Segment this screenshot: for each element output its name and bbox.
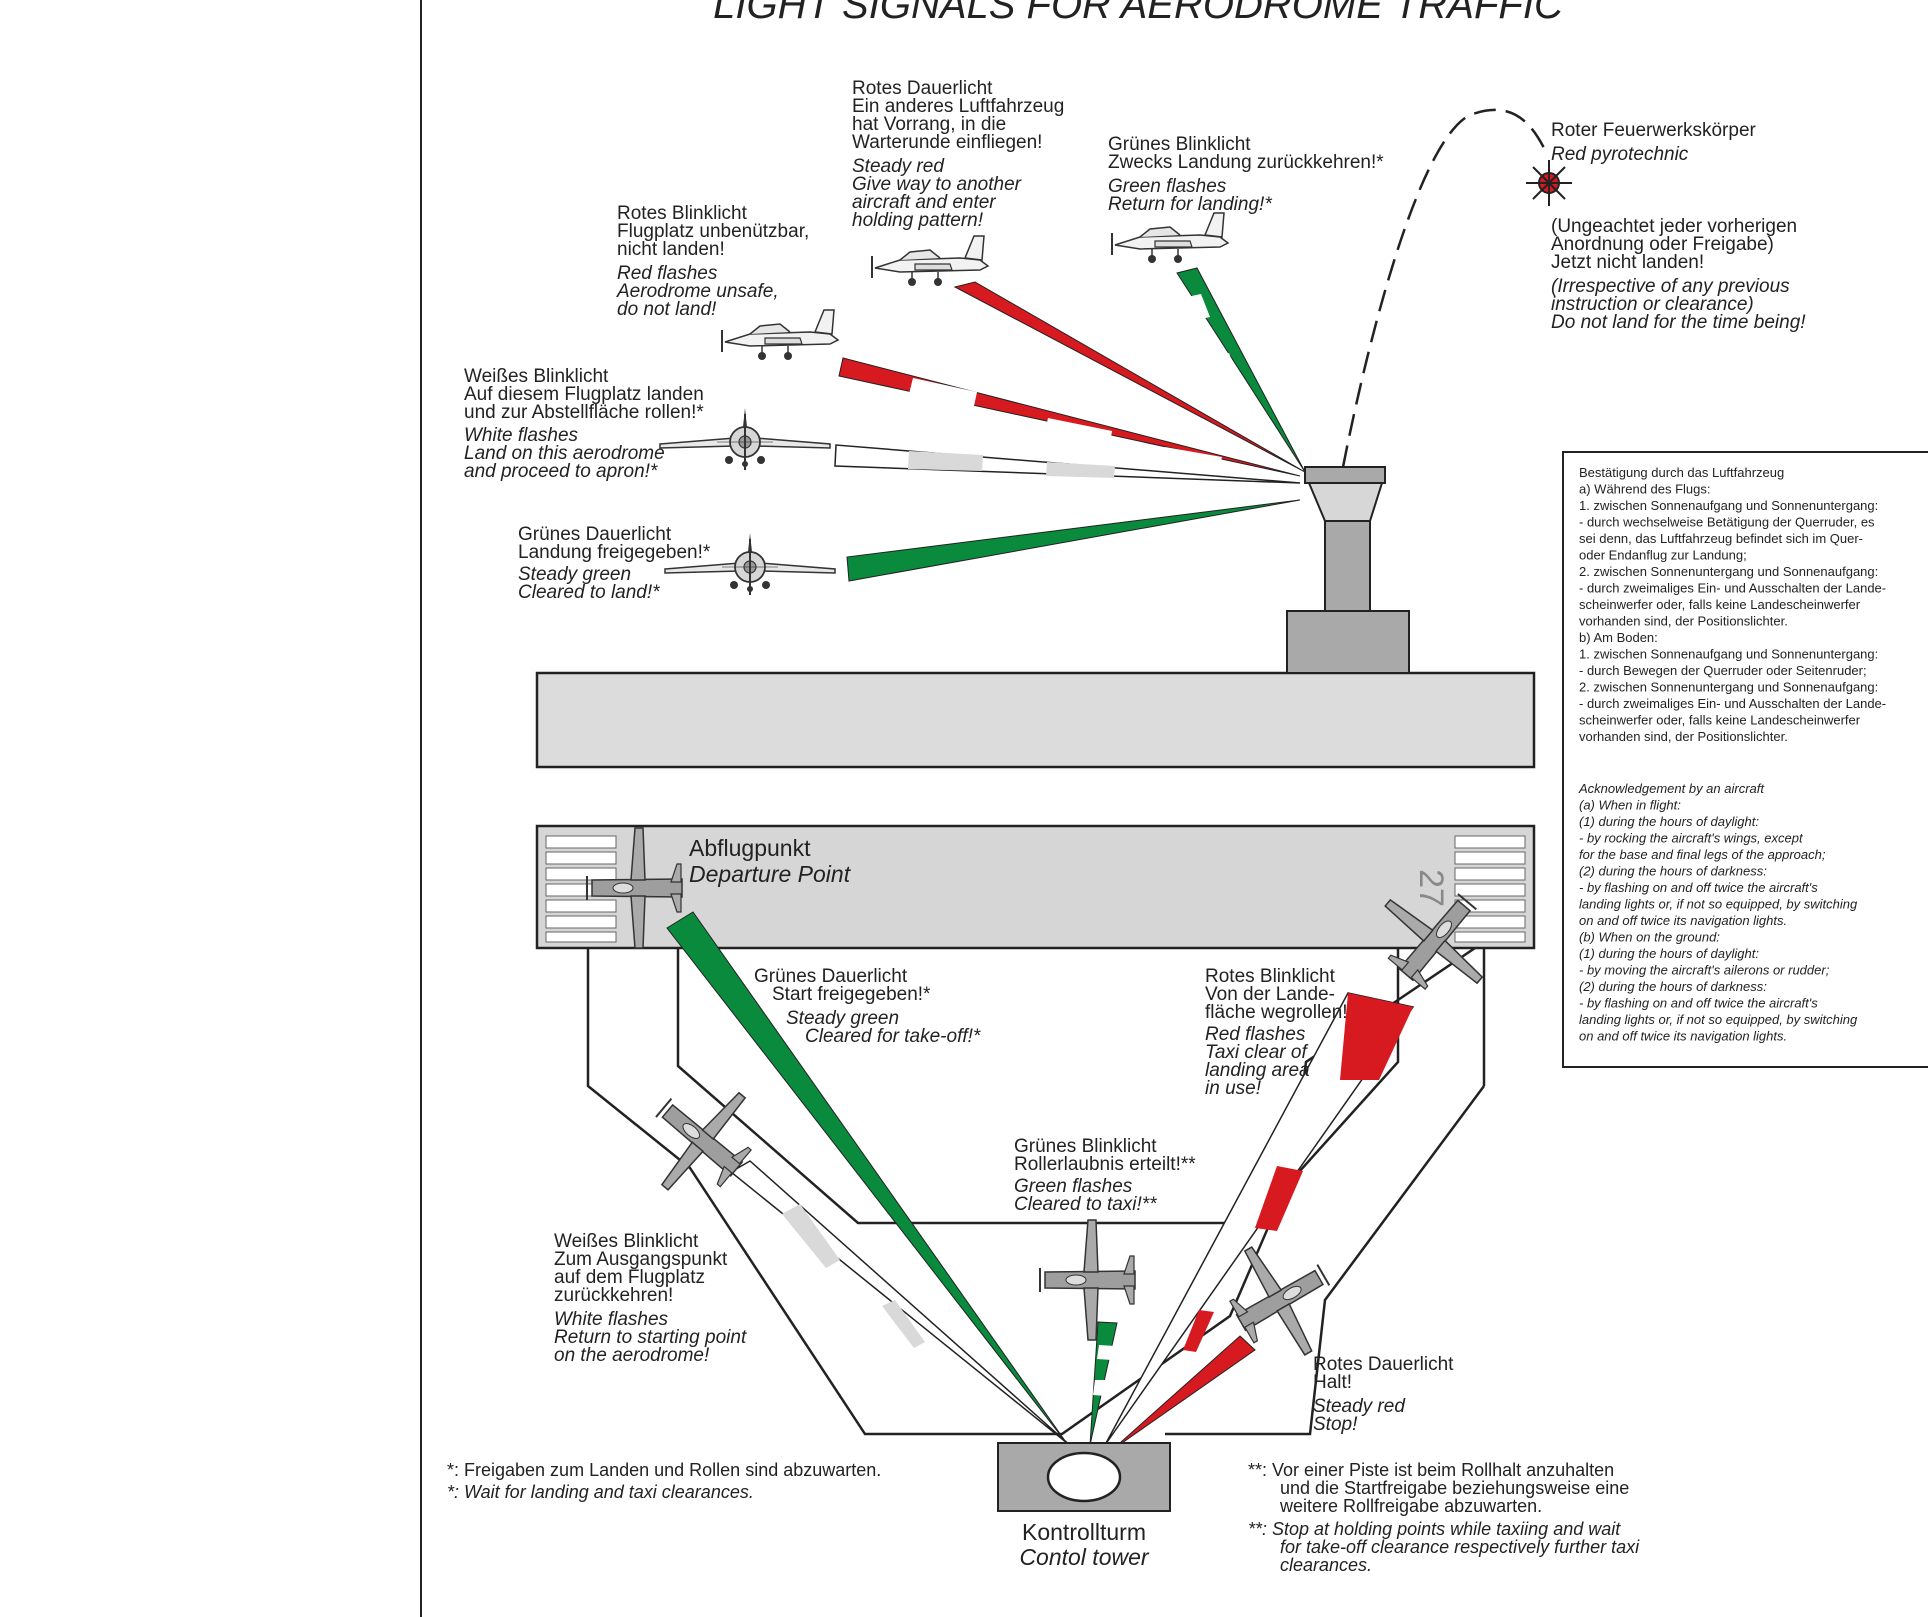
aircraft-taxi-icon [1039,1219,1136,1341]
departure-point-label: Abflugpunkt Departure Point [689,835,852,887]
control-tower-plan [997,1442,1171,1512]
svg-text:Bestätigung durch das Luftfahr: Bestätigung durch das Luftfahrzeug a) Wä… [1579,465,1890,744]
pyrotechnic-trajectory [1341,108,1547,468]
svg-text:Roter Feuerwerkskörper: Roter Feuerwerkskörper [1551,120,1757,141]
red-pyrotechnic-icon [1526,160,1572,206]
aircraft-return-landing-icon [1111,212,1229,264]
beam-steady-red [953,281,1306,473]
footnote-right: **: Vor einer Piste ist beim Rollhalt an… [1248,1460,1640,1575]
aircraft-holding-icon [871,235,989,287]
page-title: LIGHT SIGNALS FOR AERODROME TRAFFIC [713,0,1564,27]
label-red-pyrotechnic: Roter Feuerwerkskörper Red pyrotechnic (… [1551,120,1806,333]
runway-threshold-right [1454,835,1526,943]
acknowledgement-box [1562,451,1928,1068]
control-tower-label: Kontrollturm Contol tower [1019,1519,1149,1570]
runway-number: 27 [1412,869,1450,907]
svg-text:Abflugpunkt: Abflugpunkt [689,835,811,861]
acknowledgement-en: Acknowledgement by an aircraft (a) When … [1578,781,1861,1044]
beam-green-flashes [1176,267,1306,473]
svg-text:Contol tower: Contol tower [1019,1544,1149,1570]
svg-text:**: Vor einer Piste ist beim R: **: Vor einer Piste ist beim Rollhalt an… [1248,1460,1629,1516]
svg-text:Red pyrotechnic: Red pyrotechnic [1551,144,1689,165]
svg-text:Departure Point: Departure Point [689,861,852,887]
svg-text:Acknowledgement by an aircraft: Acknowledgement by an aircraft (a) When … [1578,781,1861,1044]
beam-steady-green [846,499,1301,582]
taxiway-right-lower [1165,1085,1486,1436]
beam-ground-green-flashes [1089,1321,1118,1446]
control-tower-elevation [1286,466,1410,674]
svg-text:*: Freigaben zum Landen und Ro: *: Freigaben zum Landen und Rollen sind … [447,1460,881,1480]
svg-text:*: Wait for landing and taxi c: *: Wait for landing and taxi clearances. [447,1482,754,1502]
beam-ground-red-flashes [1104,992,1415,1446]
inner-taxiway-outline [676,948,1400,1225]
beam-ground-steady-green [666,911,1069,1446]
footnote-left: *: Freigaben zum Landen und Rollen sind … [447,1460,881,1502]
svg-text:Kontrollturm: Kontrollturm [1022,1519,1146,1545]
beam-ground-steady-red [1111,1335,1256,1451]
beam-red-flashes [838,357,1301,477]
beam-white-flashes [834,444,1301,484]
aircraft-unsafe-icon [721,309,839,361]
acknowledgement-de: Bestätigung durch das Luftfahrzeug a) Wä… [1579,465,1890,744]
svg-text:**: Stop at holding points whi: **: Stop at holding points while taxiing… [1248,1519,1640,1575]
beam-ground-white-flashes [729,1160,1073,1448]
apron-area [535,671,1536,769]
